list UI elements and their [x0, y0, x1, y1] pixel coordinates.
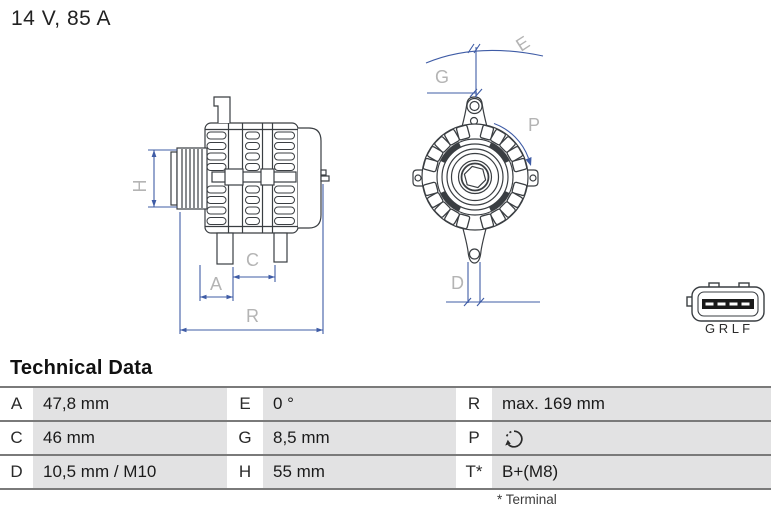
dim-key-h: H — [227, 456, 263, 488]
rating-text: 14 V, 85 A — [11, 7, 111, 30]
dim-key-r: R — [456, 388, 492, 420]
side-foot-left — [216, 232, 234, 265]
b-plus-terminal — [320, 169, 327, 176]
dim-value-a: 47,8 mm — [33, 388, 227, 420]
dim-key-p: P — [456, 422, 492, 454]
front-bottom-lug — [460, 220, 489, 264]
dim-value-e: 0 ° — [263, 388, 456, 420]
dim-value-p — [492, 422, 771, 454]
table-row: A 47,8 mm E 0 ° R max. 169 mm — [0, 386, 771, 420]
dim-value-t: B+(M8) — [492, 456, 771, 488]
rotation-direction-icon — [505, 429, 523, 448]
table-row: C 46 mm G 8,5 mm P — [0, 420, 771, 454]
dim-label-r: R — [246, 306, 259, 326]
front-view-drawing — [412, 96, 539, 264]
dim-key-t: T* — [456, 456, 492, 488]
dimension-lines — [148, 43, 544, 334]
connector-pin-bar — [702, 299, 754, 309]
shaft-hex-nut — [463, 165, 487, 189]
technical-data-title: Technical Data — [10, 357, 153, 379]
connector-drawing: G R L F — [686, 282, 765, 336]
dim-label-c: C — [246, 250, 259, 270]
dim-key-c: C — [0, 422, 33, 454]
dim-value-c: 46 mm — [33, 422, 227, 454]
dim-label-d: D — [451, 273, 464, 293]
dim-value-g: 8,5 mm — [263, 422, 456, 454]
side-foot-right — [273, 232, 288, 263]
alternator-technical-drawing: G R L F — [130, 32, 765, 336]
dim-label-g: G — [435, 67, 449, 87]
dim-key-g: G — [227, 422, 263, 454]
dim-label-h: H — [130, 180, 150, 193]
connector-pins-label: G R L F — [705, 321, 750, 336]
side-top-lug — [213, 96, 231, 123]
dim-key-a: A — [0, 388, 33, 420]
technical-data-table: A 47,8 mm E 0 ° R max. 169 mm C 46 mm G … — [0, 386, 771, 490]
table-row: D 10,5 mm / M10 H 55 mm T* B+(M8) — [0, 454, 771, 490]
dim-value-d: 10,5 mm / M10 — [33, 456, 227, 488]
dim-label-a: A — [210, 274, 222, 294]
dim-label-p: P — [528, 115, 540, 135]
dim-value-h: 55 mm — [263, 456, 456, 488]
terminal-footnote: * Terminal — [497, 492, 557, 507]
dim-key-e: E — [227, 388, 263, 420]
pulley — [170, 147, 208, 210]
dim-key-d: D — [0, 456, 33, 488]
side-view-drawing — [170, 96, 330, 265]
dim-value-r: max. 169 mm — [492, 388, 771, 420]
